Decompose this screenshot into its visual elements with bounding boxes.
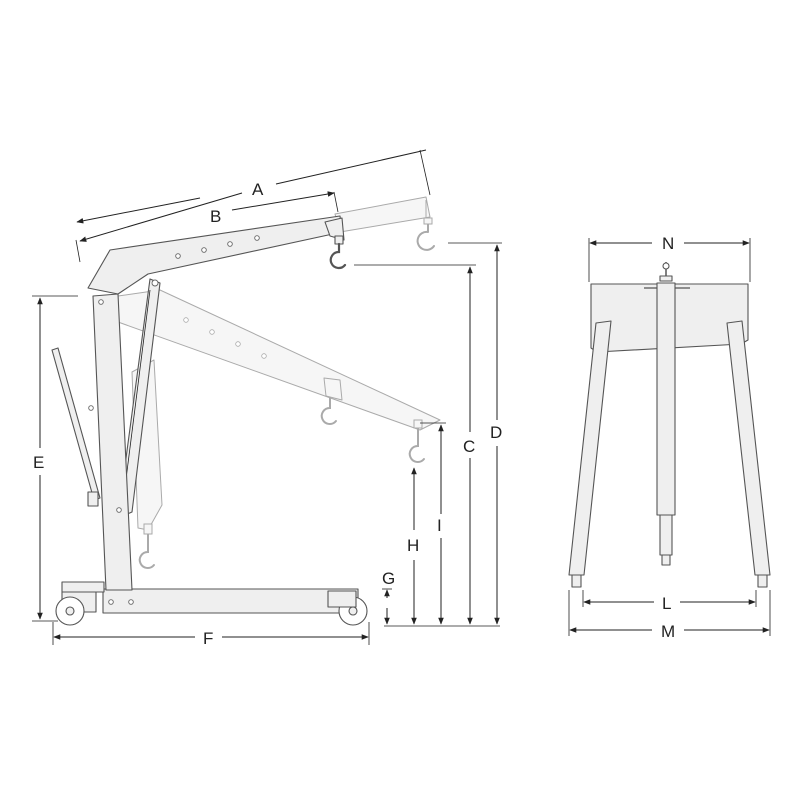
side-dimensions: A B E F G H I	[32, 149, 502, 648]
label-I: I	[437, 516, 442, 535]
folded-hook-ghost	[138, 529, 155, 569]
lowered-boom-ghost	[117, 289, 441, 431]
crane-side-view	[51, 215, 368, 626]
label-C: C	[463, 437, 475, 456]
label-A: A	[252, 180, 264, 199]
right-leg	[726, 320, 771, 576]
left-leg	[568, 320, 612, 576]
pump-handle	[51, 347, 101, 501]
base-leg	[102, 588, 359, 614]
boom-extension-ghost	[334, 196, 431, 233]
lowered-hook-ghost-2	[408, 423, 425, 463]
label-G: G	[382, 569, 395, 588]
lowered-hook-ghost-1	[320, 397, 337, 425]
extended-hook-ghost	[416, 221, 435, 251]
label-M: M	[661, 622, 675, 641]
mast	[92, 293, 133, 591]
label-L: L	[662, 594, 671, 613]
label-D: D	[490, 423, 502, 442]
label-N: N	[662, 234, 674, 253]
label-E: E	[33, 453, 44, 472]
boom-hook	[329, 242, 347, 270]
label-H: H	[407, 536, 419, 555]
label-B: B	[210, 207, 221, 226]
front-dimensions: N L M	[568, 234, 771, 641]
front-mast	[656, 282, 676, 516]
crane-front-view	[568, 262, 771, 588]
label-F: F	[203, 629, 213, 648]
